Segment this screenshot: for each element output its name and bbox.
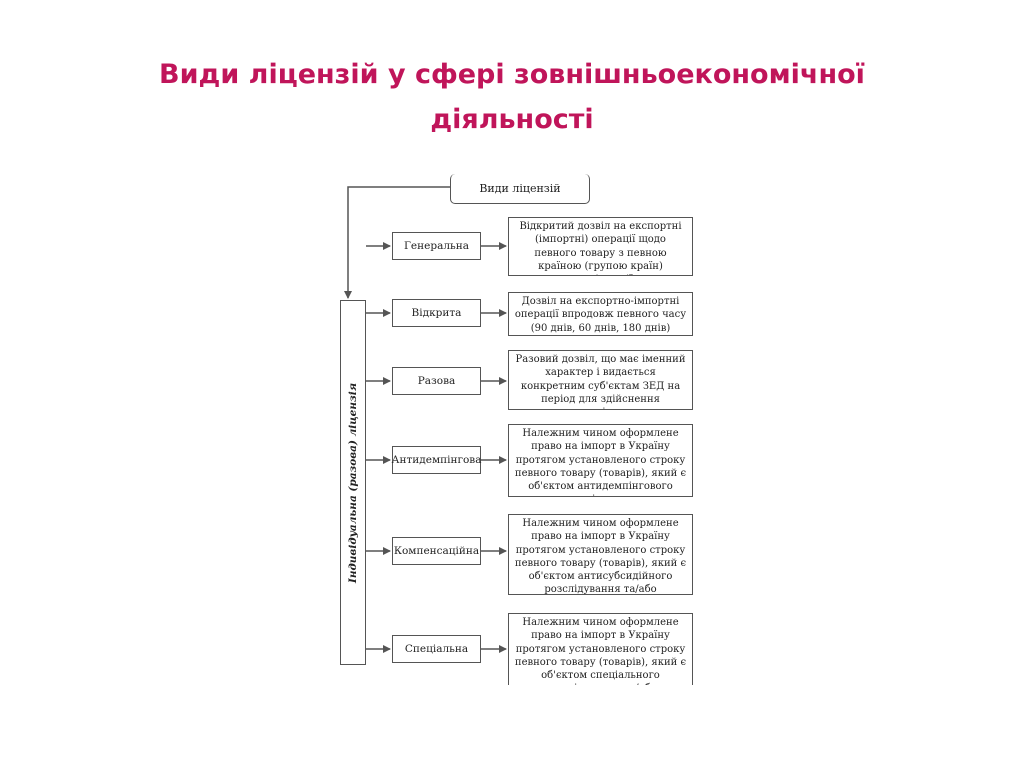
desc-box-general: Відкритий дозвіл на експортні (імпортні)… [508, 217, 693, 276]
desc-text: Відкритий дозвіл на експортні (імпортні)… [519, 221, 682, 275]
root-connector [344, 186, 450, 299]
page-title-line-2: діяльності [430, 104, 594, 135]
type-label: Компенсаційна [393, 545, 480, 557]
desc-text: Належним чином оформлене право на імпорт… [514, 518, 687, 595]
type-label: Антидемпінгова [391, 454, 482, 466]
type-label: Разова [417, 375, 456, 387]
desc-box-compensatory: Належним чином оформлене право на імпорт… [508, 514, 693, 595]
desc-text: Дозвіл на експортно-імпортні операції вп… [514, 296, 687, 334]
type-label: Спеціальна [404, 643, 469, 655]
type-label: Генеральна [403, 240, 469, 252]
type-box-single: Разова [392, 367, 481, 395]
type-box-open: Відкрита [392, 299, 481, 327]
individual-license-label: Індивідуальна (разова) ліцензія [347, 382, 359, 583]
desc-text: Разовий дозвіл, що має іменний характер … [515, 354, 686, 409]
desc-box-special: Належним чином оформлене право на імпорт… [508, 613, 693, 685]
type-box-antidumping: Антидемпінгова [392, 446, 481, 474]
root-node: Види ліцензій [450, 174, 590, 204]
desc-box-open: Дозвіл на експортно-імпортні операції вп… [508, 292, 693, 336]
desc-text: Належним чином оформлене право на імпорт… [514, 428, 687, 496]
desc-box-single: Разовий дозвіл, що має іменний характер … [508, 350, 693, 410]
desc-text: Належним чином оформлене право на імпорт… [514, 617, 687, 685]
page-title-line-1: Види ліцензій у сфері зовнішньоекономічн… [159, 59, 865, 90]
type-label: Відкрита [411, 307, 462, 319]
root-node-label: Види ліцензій [479, 182, 561, 195]
page-title: Види ліцензій у сфері зовнішньоекономічн… [0, 52, 1024, 142]
type-box-special: Спеціальна [392, 635, 481, 663]
individual-license-bar: Індивідуальна (разова) ліцензія [340, 300, 366, 665]
type-box-general: Генеральна [392, 232, 481, 260]
desc-box-antidumping: Належним чином оформлене право на імпорт… [508, 424, 693, 497]
type-box-compensatory: Компенсаційна [392, 537, 481, 565]
